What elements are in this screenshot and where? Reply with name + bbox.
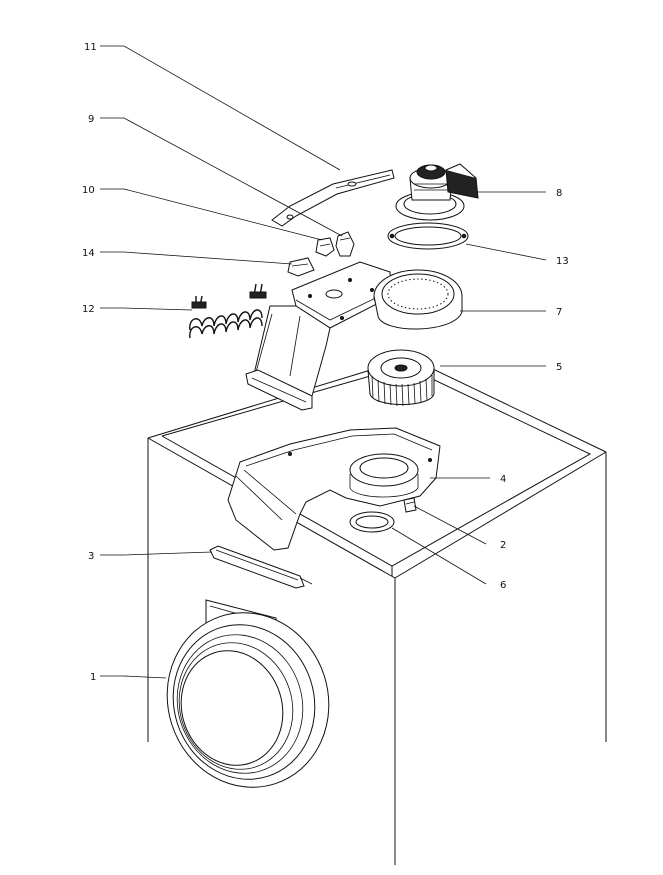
part-6-ring-gasket <box>349 511 395 533</box>
callout-7: 7 <box>556 307 562 318</box>
part-11-support-bracket <box>271 169 395 227</box>
callout-13: 13 <box>556 256 569 267</box>
part-14-clip <box>287 257 315 277</box>
part-1-drum-front-ring <box>166 599 330 788</box>
callout-9: 9 <box>88 114 94 125</box>
part-3-seal-strip <box>209 545 313 589</box>
callout-labels: 11 9 10 14 12 8 13 7 5 4 2 6 3 1 <box>82 42 569 683</box>
callout-5: 5 <box>556 362 562 373</box>
callout-3: 3 <box>88 551 94 562</box>
part-4-fan-housing <box>227 427 441 551</box>
callout-11: 11 <box>84 42 97 53</box>
part-7-blower-ring <box>373 269 463 330</box>
part-12-heating-coil <box>189 283 267 339</box>
callout-14: 14 <box>82 248 95 259</box>
cabinet-housing <box>147 357 607 865</box>
callout-10: 10 <box>82 185 95 196</box>
part-10-clip <box>315 237 335 257</box>
callout-4: 4 <box>500 474 506 485</box>
part-9-clip <box>335 231 355 257</box>
callout-1: 1 <box>90 672 96 683</box>
callout-2: 2 <box>500 540 506 551</box>
callout-6: 6 <box>500 580 506 591</box>
callout-12: 12 <box>82 304 95 315</box>
part-5-fan-wheel <box>367 349 435 407</box>
part-2-screw <box>403 497 417 513</box>
mounting-plate-duct <box>245 261 393 411</box>
part-13-gasket <box>387 222 469 250</box>
leader-lines <box>100 45 547 679</box>
callout-8: 8 <box>556 188 562 199</box>
part-8-motor <box>395 163 479 221</box>
